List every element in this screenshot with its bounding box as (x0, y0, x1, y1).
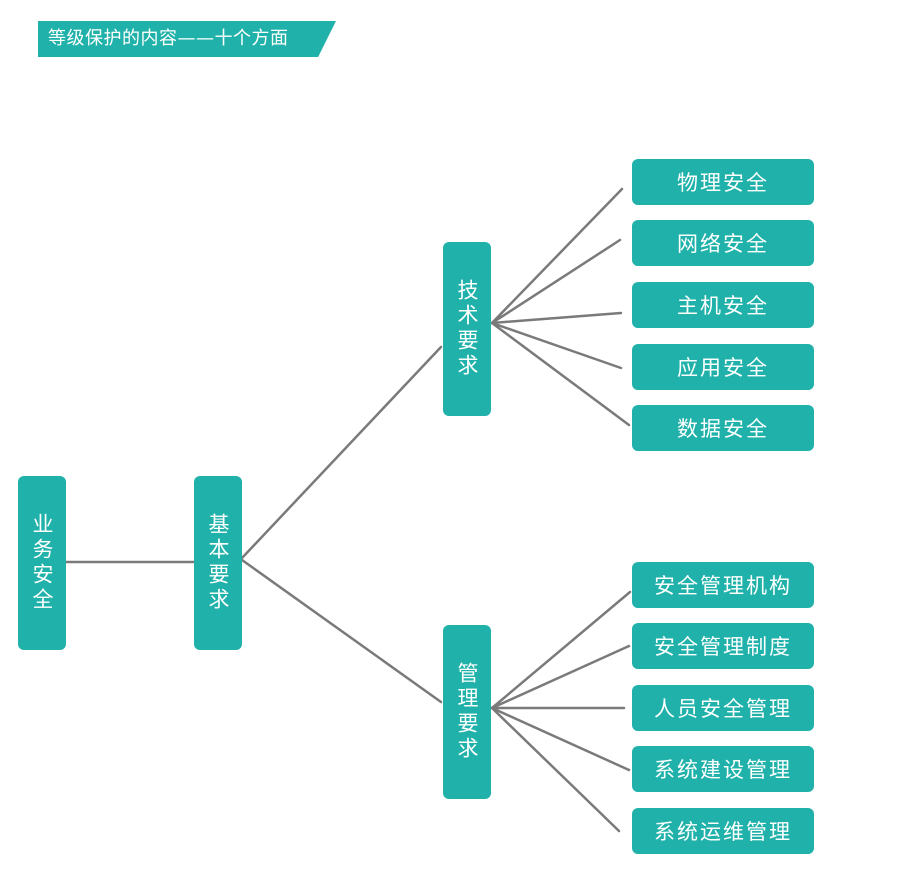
connector-mgmt-item-4 (490, 706, 631, 772)
node-basic-label: 基本要求 (206, 513, 230, 613)
node-tech-item: 网络安全 (632, 220, 814, 266)
node-tech-item: 数据安全 (632, 405, 814, 451)
connector-mgmt-item-2 (490, 644, 631, 710)
connector-tech-item-5 (490, 321, 631, 427)
connector-tech-item-4 (490, 321, 623, 370)
node-tech: 技术要求 (443, 242, 491, 416)
node-tech-item: 物理安全 (632, 159, 814, 205)
node-basic: 基本要求 (194, 476, 242, 650)
node-mgmt-item: 系统建设管理 (632, 746, 814, 792)
node-mgmt-item: 安全管理制度 (632, 623, 814, 669)
connector-mgmt-item-5 (490, 706, 621, 833)
node-root: 业务安全 (18, 476, 66, 650)
connector-tech-item-2 (490, 238, 622, 325)
diagram-title: 等级保护的内容——十个方面 (48, 28, 289, 49)
connector-tech-item-1 (490, 187, 624, 325)
node-tech-label: 技术要求 (455, 279, 479, 379)
connector-tech-item-3 (490, 311, 623, 325)
node-mgmt-label: 管理要求 (455, 662, 479, 762)
connector-basic-mgmt (240, 558, 443, 704)
connector-mgmt-item-1 (490, 590, 632, 710)
node-mgmt-item: 人员安全管理 (632, 685, 814, 731)
node-tech-item: 主机安全 (632, 282, 814, 328)
node-mgmt-item: 系统运维管理 (632, 808, 814, 854)
title-banner: 等级保护的内容——十个方面 (38, 21, 336, 57)
connector-basic-tech (240, 345, 443, 560)
node-mgmt-item: 安全管理机构 (632, 562, 814, 608)
node-tech-item: 应用安全 (632, 344, 814, 390)
node-root-label: 业务安全 (30, 513, 54, 613)
node-mgmt: 管理要求 (443, 625, 491, 799)
